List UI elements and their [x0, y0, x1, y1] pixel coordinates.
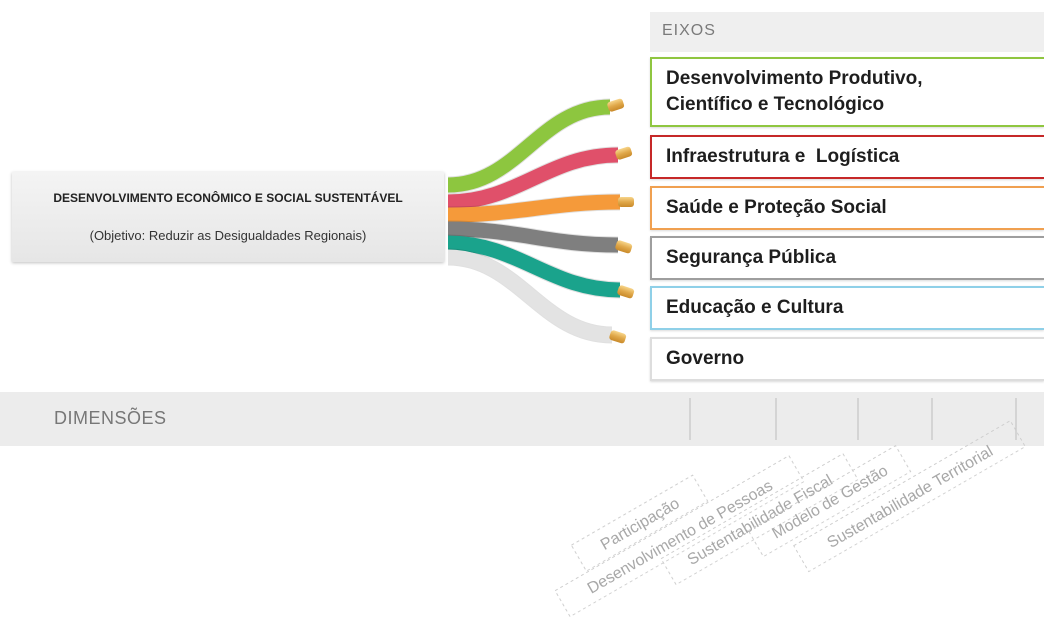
objective-box: DESENVOLVIMENTO ECONÔMICO E SOCIAL SUSTE… [12, 172, 444, 262]
axis-box-desenvolvimento-produtivo: Desenvolvimento Produtivo, Científico e … [650, 57, 1044, 127]
dimension-item: Desenvolvimento de Pessoas [554, 454, 805, 618]
objective-subtitle: (Objetivo: Reduzir as Desigualdades Regi… [89, 228, 367, 243]
axis-box-saude: Saúde e Proteção Social [650, 186, 1044, 230]
cable-copper-tip [617, 285, 635, 299]
cable [447, 249, 613, 343]
axis-label-line: Científico e Tecnológico [666, 94, 885, 115]
axis-label: Saúde e Proteção Social [666, 197, 887, 218]
cable-copper-tip [615, 240, 633, 254]
dimension-box [747, 444, 912, 558]
cable [447, 221, 619, 253]
objective-title: DESENVOLVIMENTO ECONÔMICO E SOCIAL SUSTE… [53, 191, 403, 205]
axis-label: Infraestrutura e Logística [666, 146, 900, 167]
axis-box-seguranca: Segurança Pública [650, 236, 1044, 280]
axis-label: Governo [666, 348, 745, 369]
cable [447, 99, 611, 193]
dimensoes-header: DIMENSÕES [54, 408, 167, 428]
cable [447, 235, 621, 298]
axis-box-governo: Governo [650, 337, 1044, 381]
cable-copper-tip [618, 197, 634, 207]
dimensoes-band [0, 392, 1044, 446]
cable-copper-tip [615, 146, 633, 160]
axis-box-infraestrutura: Infraestrutura e Logística [650, 135, 1044, 179]
cable-copper-tip [607, 98, 625, 112]
cable [447, 147, 619, 210]
axis-label: Educação e Cultura [666, 297, 844, 318]
axis-box-educacao: Educação e Cultura [650, 286, 1044, 330]
eixos-header: EIXOS [650, 12, 1044, 52]
axis-label-line: Desenvolvimento Produtivo, [666, 68, 923, 89]
cables-diagram [447, 98, 635, 344]
cable [447, 194, 621, 223]
cable-copper-tip [609, 330, 627, 344]
axis-label: Segurança Pública [666, 247, 837, 268]
